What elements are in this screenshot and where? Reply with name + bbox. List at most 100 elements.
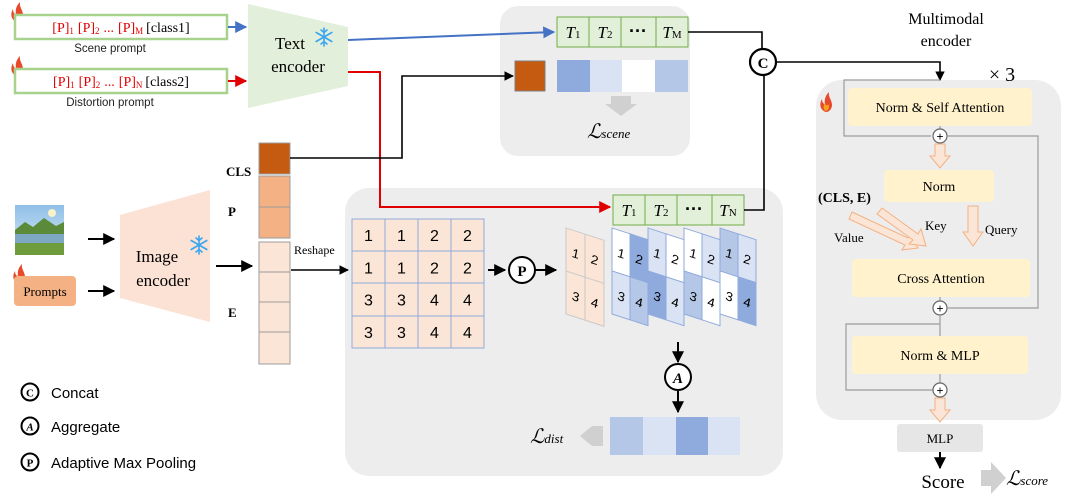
scene-loss-arrow [605, 96, 637, 116]
multimodal-panel [816, 80, 1061, 420]
pooled-feature-map [565, 227, 605, 328]
scene-text-tokens: T1 T2 ··· TM [556, 16, 689, 48]
residual-2 [947, 135, 1039, 309]
text-encoder [248, 4, 348, 108]
visual-token-column [258, 142, 291, 365]
similarity-map-value: 1 [725, 245, 732, 262]
scene-prompt-box [13, 13, 229, 41]
residual-3 [845, 323, 940, 391]
similarity-map-value: 2 [706, 251, 715, 268]
similarity-map-value: 1 [617, 245, 624, 262]
multimodal-title-1: Multimodal [908, 11, 984, 28]
svg-text:P: P [27, 458, 34, 470]
svg-text:Adaptive Max Pooling: Adaptive Max Pooling [51, 455, 196, 472]
add-3: + [932, 382, 948, 398]
svg-text:T1: T1 [566, 23, 581, 42]
distortion-prompt-caption: Distortion prompt [66, 97, 154, 109]
svg-text:Aggregate: Aggregate [51, 419, 120, 436]
image-encoder-label-1: Image [136, 247, 178, 266]
cls-token-label: CLS [226, 164, 251, 179]
landscape-image [15, 205, 64, 255]
similarity-map-value: 3 [617, 288, 625, 305]
svg-text:+: + [936, 302, 943, 316]
pooled-cell-value: 4 [591, 294, 598, 311]
scene-to-concat-line [688, 31, 763, 49]
norm-mlp-label: Norm & MLP [900, 349, 980, 364]
query-label: Query [985, 222, 1018, 237]
cls-to-scene-arrow [290, 71, 514, 159]
mlp-head-label: MLP [927, 431, 954, 446]
svg-text:T2: T2 [654, 201, 669, 220]
similarity-map-value: 3 [725, 288, 733, 305]
scene-prompt-text: [P]1[P]2...[P]M[class1] [52, 21, 189, 36]
scene-cls-token [514, 60, 546, 92]
grid-cell-value: 2 [430, 260, 439, 277]
similarity-map-value: 4 [707, 294, 714, 311]
legend-aggregate: A Aggregate [20, 416, 120, 436]
norm-self-attention-label: Norm & Self Attention [876, 101, 1005, 116]
svg-text:···: ··· [685, 199, 703, 219]
cross-attention-label: Cross Attention [897, 272, 985, 287]
image-encoder-label-2: encoder [136, 271, 190, 290]
grid-cell-value: 2 [463, 228, 472, 245]
concat-to-encoder-arrow [776, 61, 945, 81]
score-loss: ℒscore [1006, 468, 1048, 490]
similarity-map-value: 4 [635, 294, 642, 311]
aggregate-operator: A [664, 363, 692, 391]
flow-arrow-2 [928, 397, 952, 423]
text-encoder-label-1: Text [275, 34, 305, 53]
grid-cell-value: 1 [364, 228, 373, 245]
cls-e-label: (CLS, E) [818, 191, 871, 206]
score-loss-arrow [981, 462, 1006, 494]
image-encoder [120, 190, 210, 322]
similarity-map-value: 1 [653, 245, 660, 262]
svg-text:T1: T1 [622, 201, 637, 220]
pool-operator: P [508, 256, 536, 284]
similarity-map-value: 2 [670, 251, 679, 268]
repeat-label: × 3 [989, 64, 1015, 86]
flow-arrow-1 [928, 143, 952, 169]
add-2: + [932, 300, 948, 316]
svg-text:TN: TN [719, 201, 736, 220]
pooled-cell-value: 2 [590, 251, 599, 268]
svg-text:T2: T2 [598, 23, 613, 42]
text-to-scene-arrow [347, 26, 556, 41]
grid-cell-value: 1 [397, 260, 406, 277]
norm-mlp-block [852, 336, 1028, 374]
scene-prompt-caption: Scene prompt [74, 43, 146, 55]
reshape-label: Reshape [294, 243, 335, 257]
grid-cell-value: 3 [397, 325, 406, 342]
multimodal-title-2: encoder [921, 33, 972, 50]
svg-text:P: P [517, 264, 526, 280]
grid-cell-value: 3 [364, 325, 373, 342]
distortion-loss: ℒdist [530, 426, 564, 448]
similarity-map-value: 3 [653, 288, 661, 305]
mlp-head [897, 424, 983, 452]
grid-cell-value: 4 [430, 293, 439, 310]
distortion-similarity-bar [610, 417, 740, 455]
similarity-map-value: 2 [634, 251, 643, 268]
scene-similarity-bar [557, 60, 688, 92]
norm-block [884, 170, 994, 202]
prompts-input [14, 276, 76, 306]
value-label: Value [834, 230, 864, 245]
text-encoder-label-2: encoder [271, 57, 325, 76]
grid-cell-value: 3 [397, 293, 406, 310]
norm-label: Norm [923, 180, 956, 195]
grid-cell-value: 4 [430, 325, 439, 342]
grid-cell-value: 2 [430, 228, 439, 245]
distortion-text-tokens: T1 T2 ··· TN [612, 194, 745, 226]
prompts-input-label: Prompts [23, 284, 66, 299]
similarity-map-value: 4 [743, 294, 750, 311]
distortion-prompt-box [13, 67, 229, 95]
key-label: Key [925, 218, 947, 233]
legend-concat: C Concat [20, 382, 99, 402]
pooled-cell-value: 3 [572, 288, 580, 305]
svg-text:+: + [936, 130, 943, 144]
